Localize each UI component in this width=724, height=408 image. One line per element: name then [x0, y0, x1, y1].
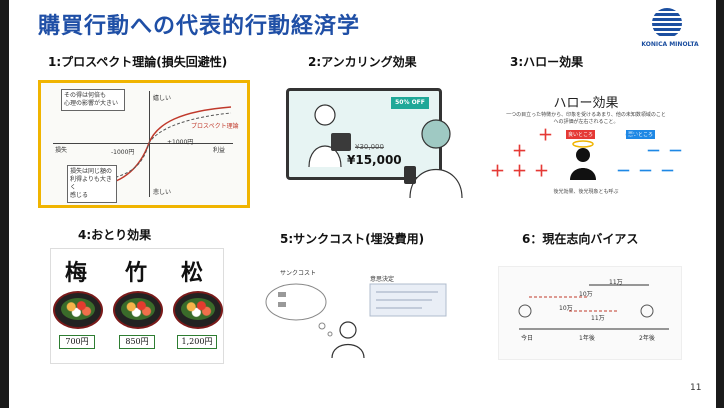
present-bias-figure: 10万 11万 10万 11万 今日 1年後 2年後 — [498, 266, 682, 360]
monitor-illustration: 50% OFF ¥30,000 ¥15,000 — [286, 88, 442, 180]
decoy-effect-figure: 梅 竹 松 700円 850円 1,200円 — [50, 248, 224, 364]
value-label: 11万 — [609, 279, 623, 286]
slide-title: 購買行動への代表的行動経済学 — [38, 14, 361, 39]
plus-icon: ＋ — [512, 142, 528, 160]
shopper-illustration — [308, 104, 351, 168]
minus-icon: － — [668, 142, 684, 160]
minus-icon: － — [616, 162, 632, 180]
sale-price: ¥15,000 — [347, 153, 402, 167]
sunk-cost-figure: サンクコスト 意思決定 — [262, 262, 464, 362]
sunk-cost-caption: サンクコスト — [280, 270, 317, 277]
halo-person-icon — [570, 140, 596, 180]
left-frame-bar — [0, 0, 9, 408]
logo-text: KONICA MINOLTA — [641, 41, 699, 48]
note-line: 感じる — [70, 192, 89, 199]
item-name-take: 竹 — [125, 260, 148, 286]
time-label: 1年後 — [579, 335, 595, 342]
item-name-ume: 梅 — [65, 260, 88, 286]
price-ume: 700円 — [59, 335, 95, 349]
note-top: その得は何倍も 心理の影響が大きい — [61, 89, 125, 111]
item-name-matsu: 松 — [181, 260, 204, 286]
axis-label-gain: 利益 — [213, 147, 226, 154]
panel-6-label: 6：現在志向バイアス — [522, 232, 639, 246]
note-line: 利得よりも大きく — [70, 176, 112, 191]
tick-minus-1000: -1000円 — [111, 149, 135, 156]
plus-icon: ＋ — [512, 162, 528, 180]
minus-icon: － — [624, 126, 640, 144]
panel-1-label: 1:プロスペクト理論(損失回避性) — [48, 55, 228, 69]
bad-point-tag: 悪いところ — [626, 130, 656, 139]
panel-5-label: 5:サンクコスト(埋没費用) — [280, 232, 425, 246]
curve-label: プロスペクト理論 — [191, 123, 239, 130]
right-frame-bar — [716, 0, 724, 408]
company-logo: KONICA MINOLTA — [640, 8, 699, 54]
axis-label-happy: 嬉しい — [153, 95, 172, 102]
value-label: 10万 — [579, 291, 593, 298]
minus-icon: － — [638, 162, 654, 180]
time-label: 今日 — [521, 335, 534, 342]
sunk-cost-illustration — [265, 283, 447, 359]
halo-description: 一つの目立った特徴から、印象を受けるあまり、他の未知数領域のことへの評価が左右さ… — [506, 112, 666, 125]
plus-icon: ＋ — [534, 162, 550, 180]
note-line: 心理の影響が大きい — [64, 100, 119, 107]
present-bias-timeline — [518, 284, 669, 330]
plus-icon: ＋ — [538, 126, 554, 144]
y-axis — [149, 91, 150, 197]
axis-label-sad: 悲しい — [153, 189, 172, 196]
original-price: ¥30,000 — [355, 143, 384, 151]
page-number: 11 — [690, 383, 702, 393]
sushi-platter-image — [173, 291, 223, 329]
good-point-tag: 良いところ — [566, 130, 596, 139]
price-matsu: 1,200円 — [177, 335, 217, 349]
minus-icon: － — [646, 142, 662, 160]
value-label: 11万 — [591, 315, 605, 322]
discount-badge: 50% OFF — [391, 97, 429, 109]
tick-plus-1000: +1000円 — [167, 139, 194, 146]
logo-globe-icon — [652, 8, 682, 38]
plus-icon: ＋ — [490, 162, 506, 180]
panel-2-label: 2:アンカリング効果 — [308, 55, 417, 69]
anchoring-figure: 50% OFF ¥30,000 ¥15,000 — [284, 86, 466, 198]
panel-3-label: 3:ハロー効果 — [510, 55, 584, 69]
viewer-illustration — [404, 119, 463, 198]
halo-effect-figure: ハロー効果 一つの目立った特徴から、印象を受けるあまり、他の未知数領域のことへの… — [486, 86, 686, 204]
value-label: 10万 — [559, 305, 573, 312]
halo-footer: 後光効果、後光現象とも呼ぶ — [553, 189, 619, 195]
panel-4-label: 4:おとり効果 — [78, 228, 152, 242]
axis-label-loss: 損失 — [55, 147, 68, 154]
halo-heading: ハロー効果 — [553, 96, 619, 111]
sushi-platter-image — [113, 291, 163, 329]
decision-caption: 意思決定 — [370, 276, 395, 283]
minus-icon: － — [660, 162, 676, 180]
sushi-platter-image — [53, 291, 103, 329]
price-take: 850円 — [119, 335, 155, 349]
prospect-theory-figure: その得は何倍も 心理の影響が大きい 損失は同じ額の 利得よりも大きく 感じる 嬉… — [38, 80, 250, 208]
note-line: 損失は同じ額の — [70, 168, 113, 175]
time-label: 2年後 — [639, 335, 655, 342]
note-bottom: 損失は同じ額の 利得よりも大きく 感じる — [67, 165, 117, 203]
x-axis — [53, 143, 233, 144]
note-line: その得は何倍も — [64, 92, 107, 99]
